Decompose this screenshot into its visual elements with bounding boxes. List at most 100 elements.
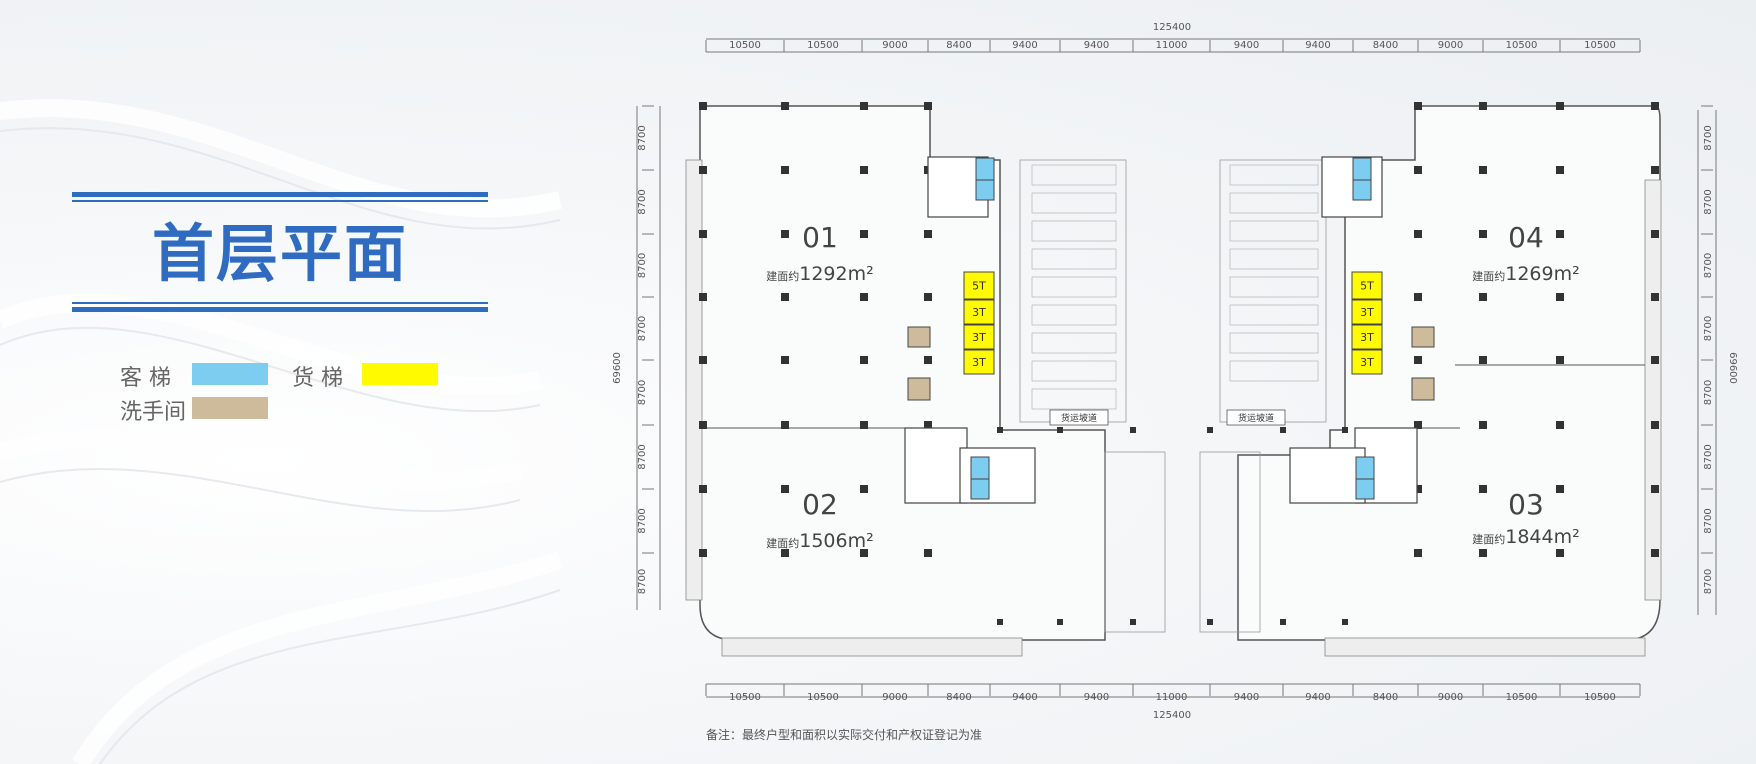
column (997, 427, 1003, 433)
parking-stall (1031, 360, 1117, 382)
unit-area: 1844m² (1505, 526, 1579, 548)
column (699, 356, 707, 364)
dim-label: 8700 (637, 444, 648, 469)
freight-elevator (1351, 349, 1383, 375)
parking-stall (1031, 248, 1117, 270)
dim-label: 10500 (807, 40, 839, 51)
passenger-elevators (970, 157, 1375, 500)
dim-label: 9000 (882, 40, 907, 51)
dim-label: 11000 (1156, 40, 1188, 51)
column (1414, 485, 1422, 493)
parking-stall (1229, 192, 1319, 214)
unit-id: 03 (1508, 488, 1544, 521)
column (1280, 427, 1286, 433)
column (1651, 230, 1659, 238)
parking-stall (1031, 332, 1117, 354)
legend-washroom-label: 洗手间 (120, 400, 187, 425)
column (781, 102, 789, 110)
column (781, 421, 789, 429)
column (1414, 230, 1422, 238)
dim-label: 8400 (1373, 40, 1398, 51)
unit-04-label: 04 建面约1269m² (1472, 221, 1579, 285)
column (1556, 230, 1564, 238)
unit-id: 01 (802, 221, 838, 254)
dim-label: 9400 (1084, 40, 1109, 51)
dim-label: 8700 (637, 380, 648, 405)
parking-stall (1229, 332, 1319, 354)
freight-elevator-label: 3T (1360, 306, 1374, 319)
svg-text:建面约1292m²: 建面约1292m² (766, 263, 873, 285)
dim-label: 8700 (1703, 508, 1714, 533)
dim-label: 9400 (1305, 692, 1330, 703)
bottom-total-dim: 125400 (1153, 710, 1191, 721)
freight-elevator (963, 271, 995, 300)
column (1479, 293, 1487, 301)
freight-elevator (963, 349, 995, 375)
parking-stall (1031, 164, 1117, 186)
legend-washroom-swatch (192, 397, 268, 419)
freight-elevator-label: 5T (972, 280, 986, 293)
unit-area-prefix: 建面约 (766, 269, 799, 283)
column (1556, 293, 1564, 301)
column (1057, 427, 1063, 433)
column (924, 293, 932, 301)
legend-passenger-swatch (192, 363, 268, 385)
freight-elevator-label: 3T (972, 331, 986, 344)
parking-stall (1031, 220, 1117, 242)
column (1556, 549, 1564, 557)
washrooms (907, 326, 1435, 401)
column (1651, 421, 1659, 429)
ramp-label-right: 货运坡道 (1238, 412, 1274, 424)
dim-label: 9400 (1305, 40, 1330, 51)
column (699, 102, 707, 110)
svg-text:建面约1844m²: 建面约1844m² (1472, 526, 1579, 548)
unit-02-label: 02 建面约1506m² (766, 488, 873, 552)
column (860, 549, 868, 557)
column (1479, 102, 1487, 110)
parking-stall (1031, 304, 1117, 326)
column (1479, 485, 1487, 493)
column (1414, 102, 1422, 110)
title-block: 首层平面 (72, 190, 488, 316)
dim-label: 8700 (1703, 316, 1714, 341)
column (1651, 293, 1659, 301)
dim-label: 8700 (637, 569, 648, 594)
column (781, 230, 789, 238)
freight-elevator-label: 3T (972, 306, 986, 319)
parking-stall (1229, 248, 1319, 270)
parking-stall (1031, 388, 1117, 410)
unit-id: 04 (1508, 221, 1544, 254)
dim-label: 9400 (1084, 692, 1109, 703)
dim-label: 10500 (729, 692, 761, 703)
page-title: 首层平面 (151, 217, 408, 290)
column (1280, 619, 1286, 625)
column (860, 102, 868, 110)
column (1414, 166, 1422, 174)
legend-freight-label: 货 梯 (292, 366, 343, 391)
title-rule (72, 200, 488, 202)
unit-area: 1292m² (799, 263, 873, 285)
dim-label: 8700 (637, 508, 648, 533)
unit-area-prefix: 建面约 (1472, 532, 1505, 546)
unit-01-label: 01 建面约1292m² (766, 221, 873, 285)
freight-elevator (1351, 324, 1383, 350)
column (860, 421, 868, 429)
unit-area: 1269m² (1505, 263, 1579, 285)
dim-label: 8700 (1703, 569, 1714, 594)
right-total-dim: 69600 (1727, 352, 1738, 384)
column (924, 230, 932, 238)
freight-elevator-label: 5T (1360, 280, 1374, 293)
legend-freight-swatch (362, 363, 438, 385)
title-rule (72, 192, 488, 197)
dim-label: 8700 (1703, 253, 1714, 278)
column (924, 356, 932, 364)
column (699, 293, 707, 301)
ramp-label-left: 货运坡道 (1061, 412, 1097, 424)
column (1479, 356, 1487, 364)
parking-stall (1229, 304, 1319, 326)
column (1130, 619, 1136, 625)
